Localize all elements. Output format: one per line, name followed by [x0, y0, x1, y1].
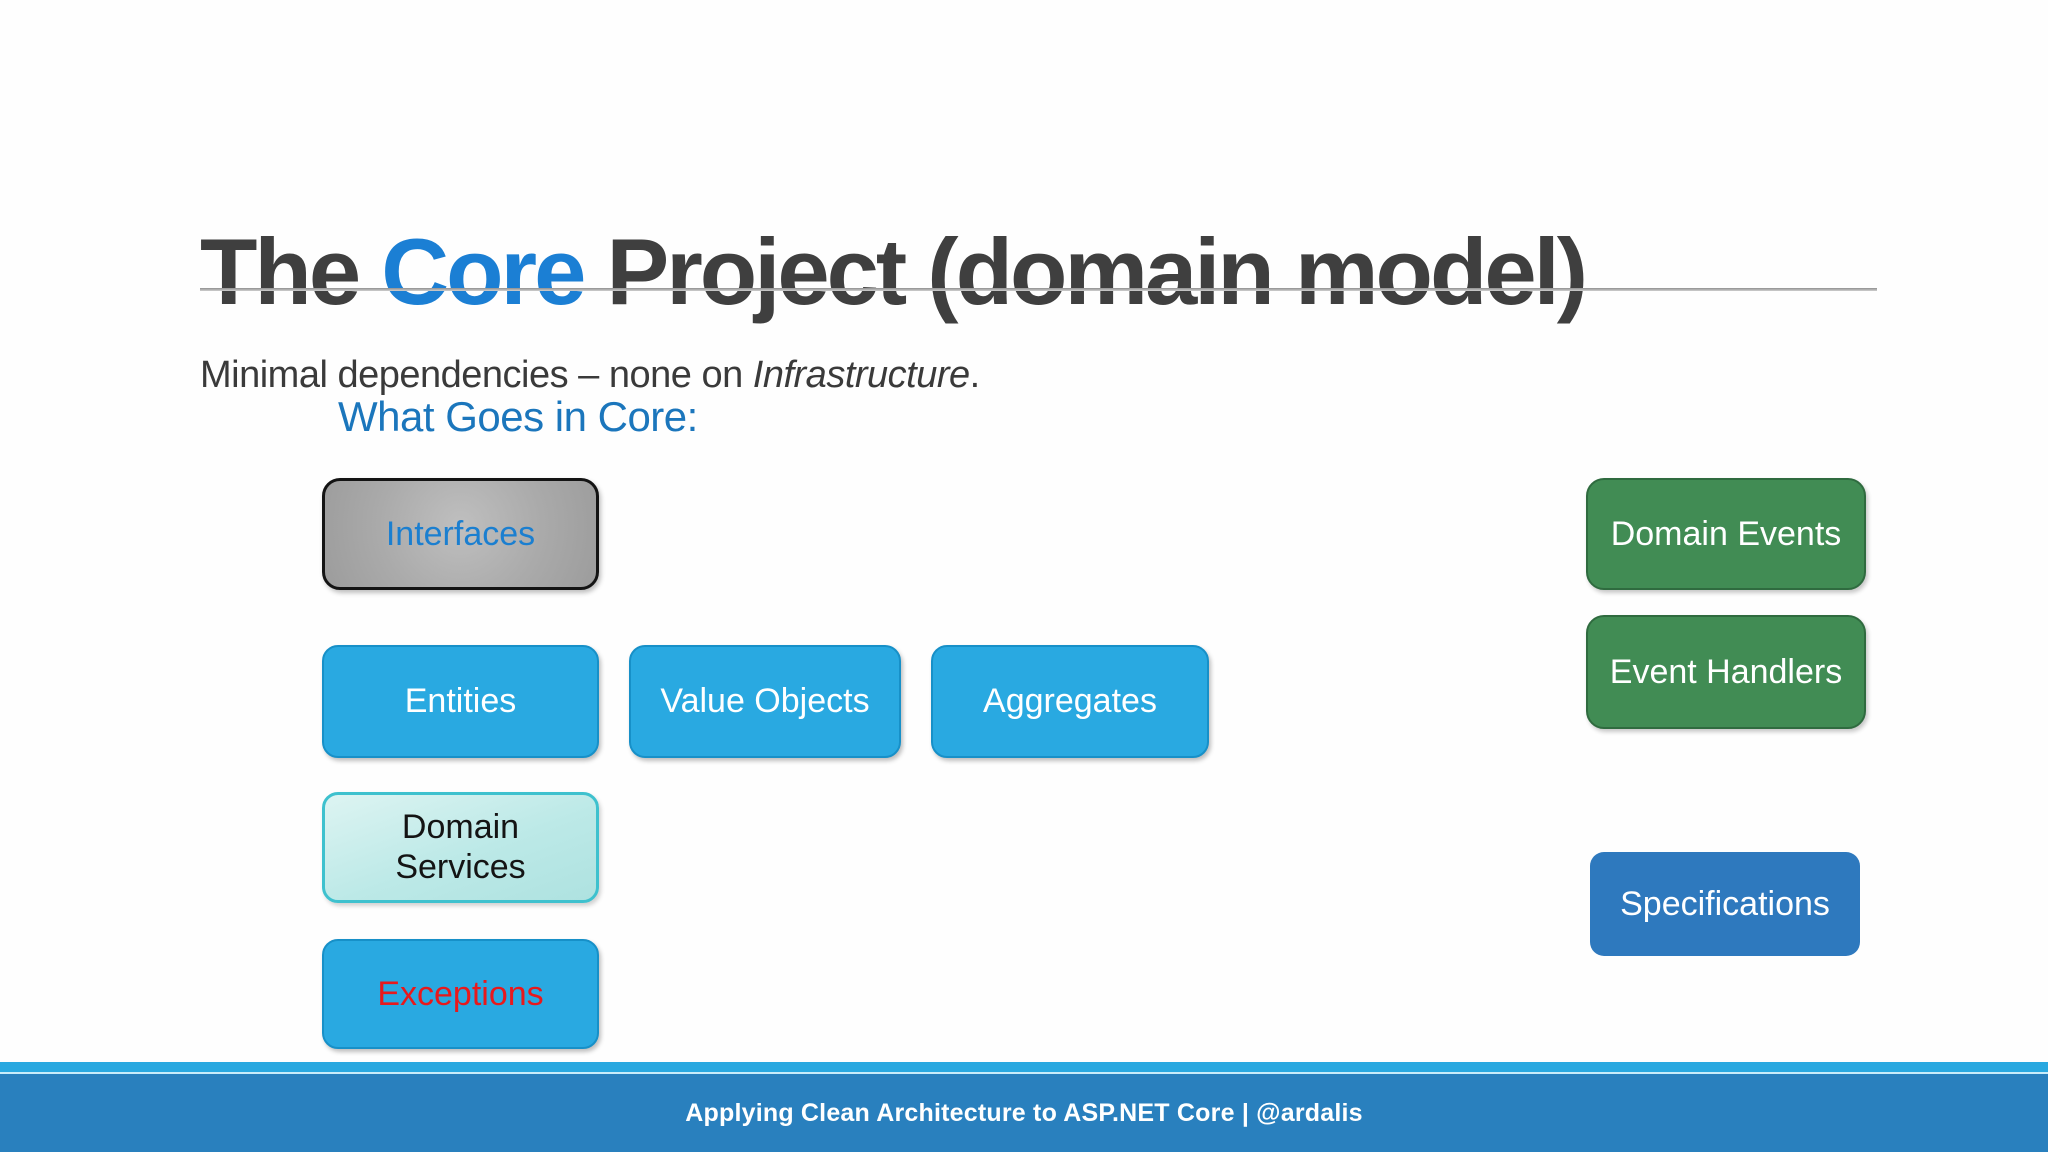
page-title: The Core Project (domain model)	[200, 222, 1588, 322]
box-domain-services: Domain Services	[322, 792, 599, 903]
footer-bar: Applying Clean Architecture to ASP.NET C…	[0, 1074, 2048, 1152]
box-domain-services-line2: Services	[395, 847, 526, 886]
box-domain-events: Domain Events	[1586, 478, 1866, 590]
footer-text: Applying Clean Architecture to ASP.NET C…	[685, 1098, 1363, 1127]
box-aggregates: Aggregates	[931, 645, 1209, 758]
subtitle-pre: Minimal dependencies – none on	[200, 354, 753, 396]
box-value-objects: Value Objects	[629, 645, 901, 758]
box-specifications: Specifications	[1590, 852, 1860, 956]
title-post: Project (domain model)	[583, 218, 1589, 324]
box-aggregates-label: Aggregates	[983, 682, 1157, 720]
subtitle-italic: Infrastructure	[752, 354, 970, 396]
box-event-handlers: Event Handlers	[1586, 615, 1866, 729]
title-divider	[200, 288, 1877, 291]
box-interfaces-label: Interfaces	[385, 514, 536, 553]
box-entities: Entities	[322, 645, 599, 758]
box-domain-services-line1: Domain	[401, 808, 520, 847]
subtitle-post: .	[969, 354, 981, 396]
box-value-objects-label: Value Objects	[660, 682, 870, 720]
title-pre: The	[200, 218, 382, 324]
box-interfaces: Interfaces	[322, 478, 599, 590]
box-exceptions: Exceptions	[322, 939, 599, 1049]
box-domain-events-label: Domain Events	[1610, 514, 1842, 553]
box-entities-label: Entities	[404, 682, 517, 720]
box-specifications-label: Specifications	[1620, 884, 1830, 923]
footer-accent-strip	[0, 1062, 2048, 1074]
section-heading: What Goes in Core:	[338, 393, 698, 440]
box-exceptions-label: Exceptions	[377, 974, 544, 1013]
box-event-handlers-label: Event Handlers	[1609, 652, 1843, 691]
title-accent: Core	[381, 218, 586, 324]
subtitle: Minimal dependencies – none on Infrastru…	[200, 354, 980, 397]
